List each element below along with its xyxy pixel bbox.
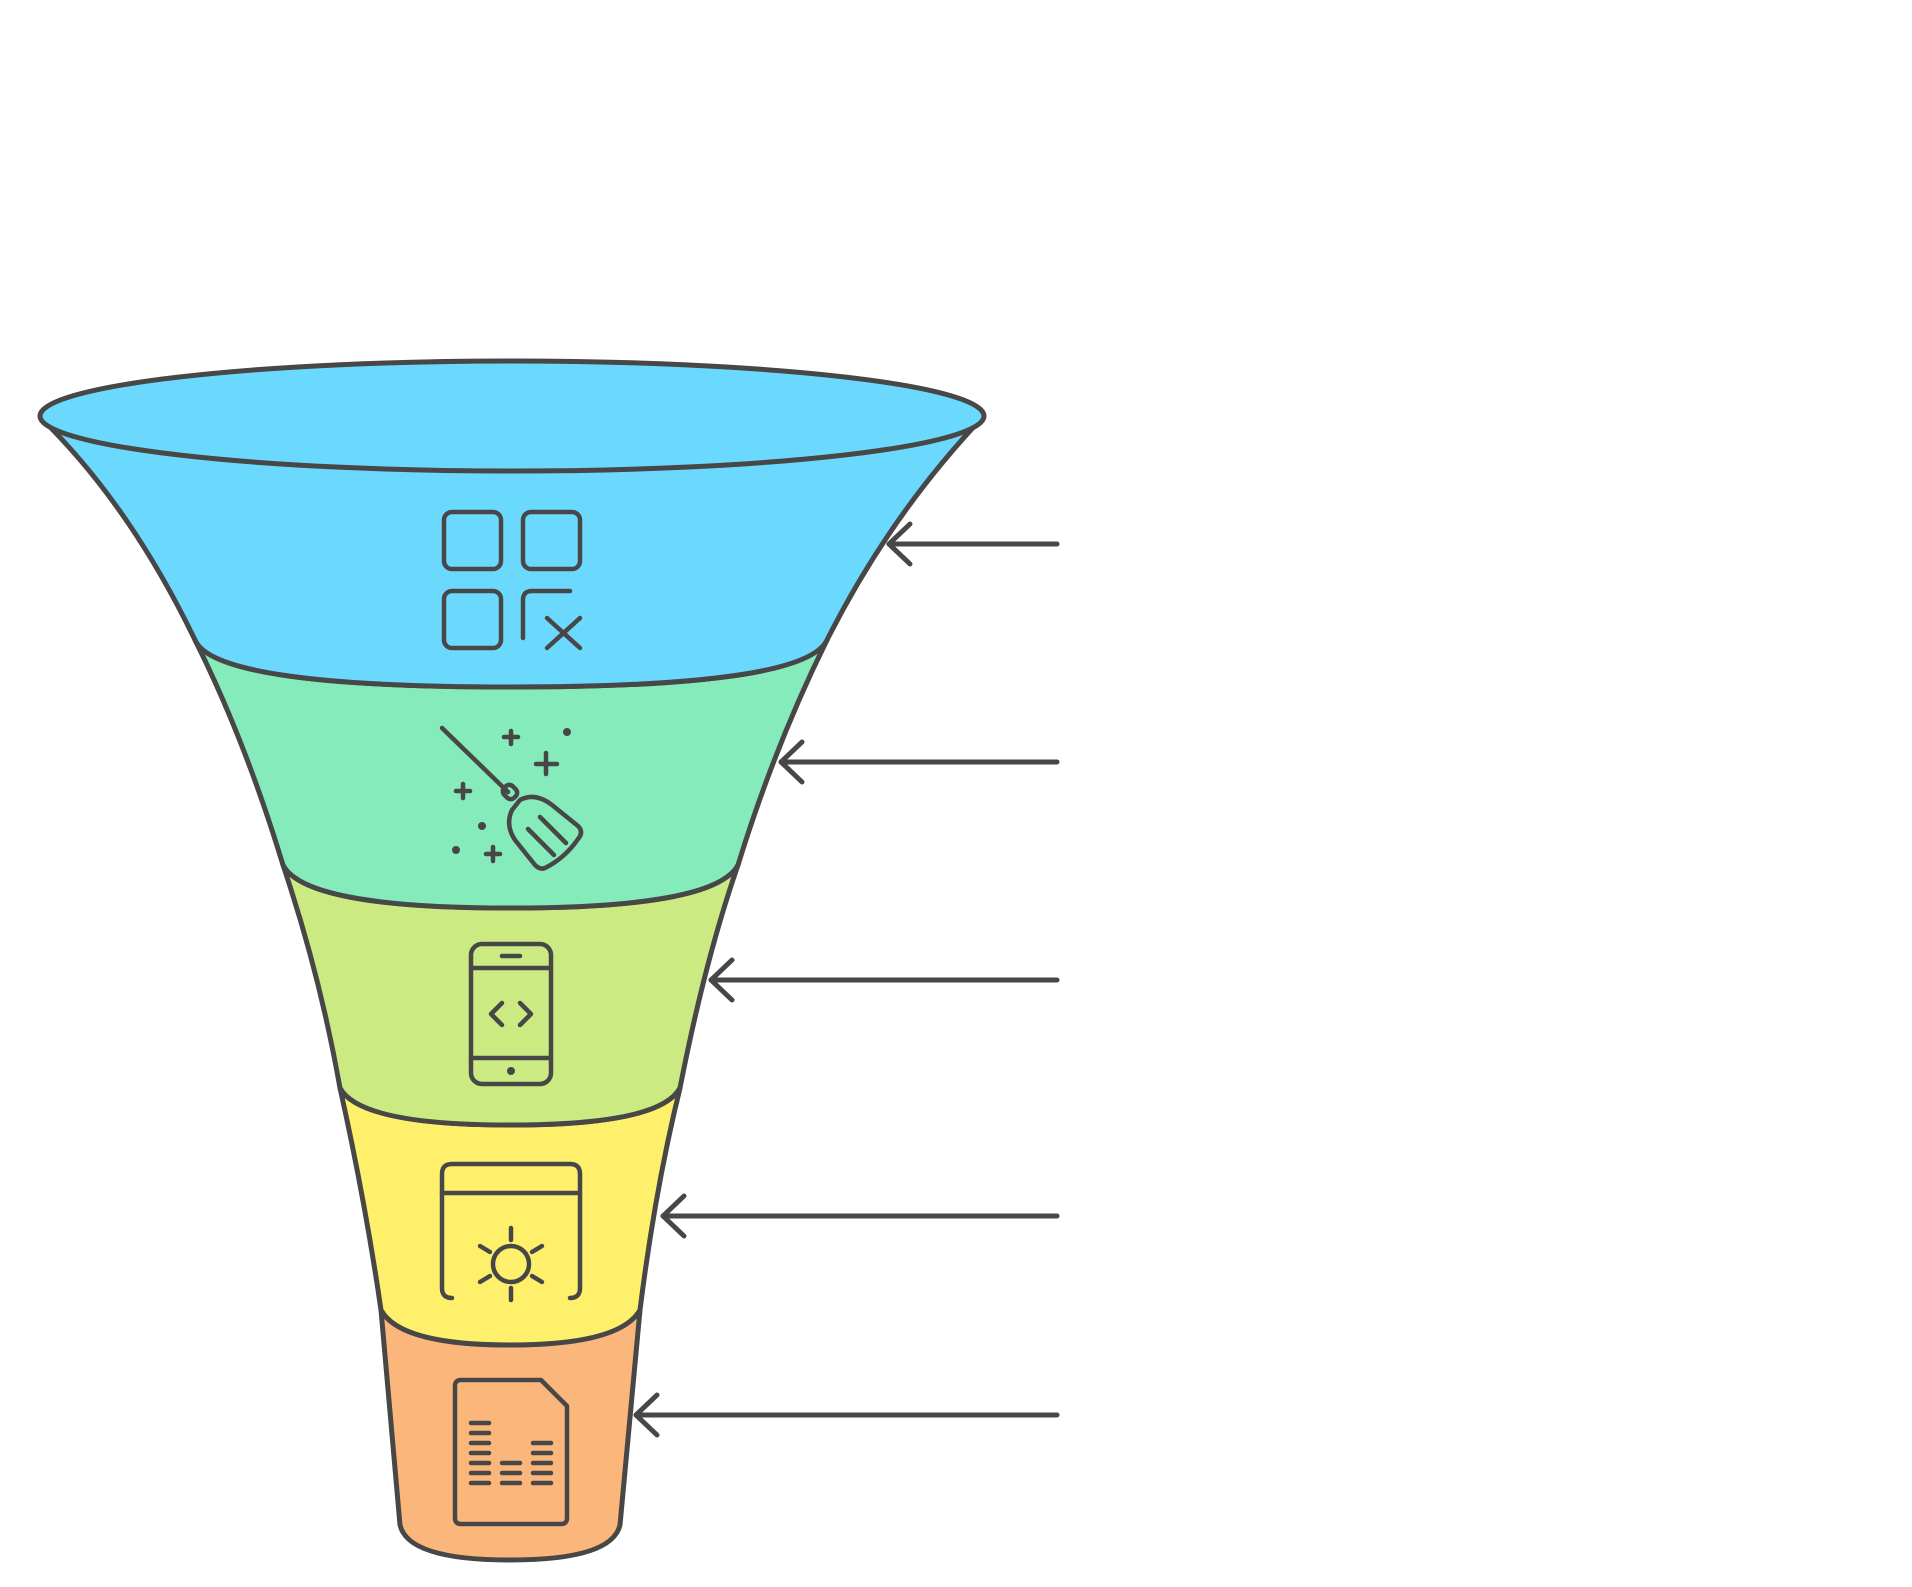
- data-file-icon: [452, 1377, 570, 1527]
- arrow-stage-4: [660, 1193, 1060, 1239]
- arrow-stage-3: [708, 957, 1060, 1003]
- mobile-code-icon: [468, 941, 554, 1087]
- arrow-stage-1: [886, 521, 1060, 567]
- funnel-stage-1: [37, 358, 987, 690]
- arrow-stage-2: [778, 739, 1060, 785]
- browser-settings-icon: [439, 1161, 583, 1303]
- arrow-stage-5: [633, 1392, 1060, 1438]
- funnel-stage-1-body: [38, 415, 985, 690]
- funnel-rim: [37, 358, 987, 474]
- broom-sweep-icon: [439, 725, 584, 871]
- app-grid-remove-icon: [441, 509, 583, 651]
